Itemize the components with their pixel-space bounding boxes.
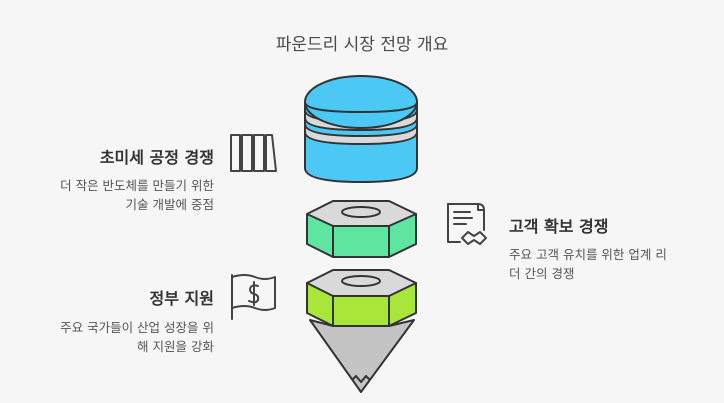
item-desc-line2-customer: 더 간의 경쟁 — [509, 266, 575, 281]
columns-icon — [230, 134, 277, 172]
item-desc-line2-government: 해 지원을 강화 — [137, 339, 214, 354]
contract-handshake-icon — [447, 203, 487, 245]
item-desc-line1-customer: 주요 고객 유치를 위한 업계 리 — [509, 247, 667, 262]
item-desc-line1-micro-process: 더 작은 반도체를 만들기 위한 — [60, 178, 214, 193]
item-desc-line2-micro-process: 기술 개발에 중점 — [125, 197, 214, 212]
item-desc-line1-government: 주요 국가들이 산업 성장을 위 — [60, 320, 214, 335]
blue-cylinder-top — [304, 75, 418, 129]
item-heading-government: 정부 지원 — [149, 289, 214, 308]
item-heading-customer: 고객 확보 경쟁 — [509, 217, 609, 236]
money-flag-icon — [231, 274, 276, 320]
item-heading-micro-process: 초미세 공정 경쟁 — [99, 148, 214, 167]
diagram-title: 파운드리 시장 전망 개요 — [275, 35, 449, 55]
blue-band-2 — [304, 123, 418, 145]
